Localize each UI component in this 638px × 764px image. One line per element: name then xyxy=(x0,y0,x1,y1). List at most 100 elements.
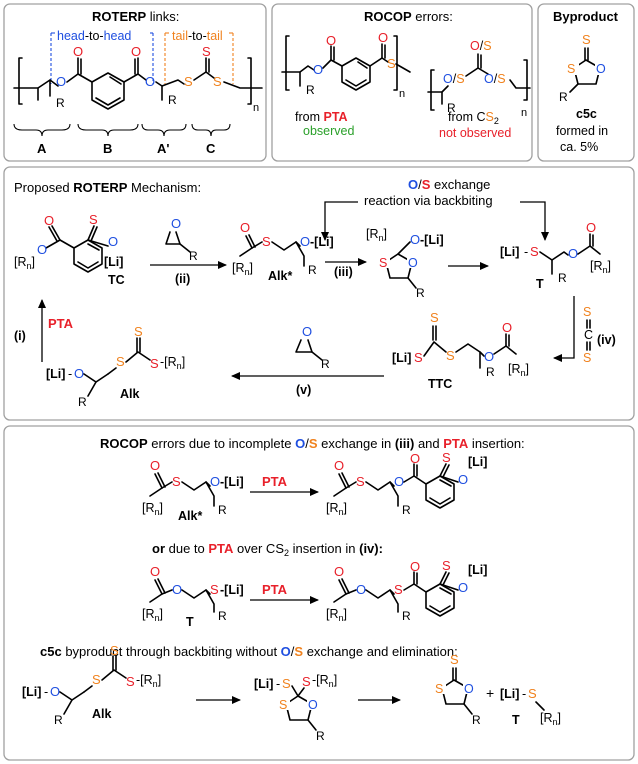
svg-text:O: O xyxy=(37,242,47,257)
exchange-label: O/S exchange xyxy=(408,177,490,192)
row2-reactant: O [Rn] O R S -[Li] T xyxy=(142,564,244,629)
row3-alk: [Li] - O R S S S -[Rn] Alk xyxy=(22,643,161,727)
svg-text:[Li]: [Li] xyxy=(468,563,487,577)
svg-text:R: R xyxy=(472,713,481,727)
panel-mechanism xyxy=(3,166,635,421)
roterp-links-content: ROTERP links: head-to-head tail-to-tail … xyxy=(13,9,263,156)
epoxide-ii: O R (ii) xyxy=(150,216,227,286)
svg-text:O: O xyxy=(172,582,182,597)
svg-text:S: S xyxy=(582,32,591,47)
bottom-line-1: ROCOP errors due to incomplete O/S excha… xyxy=(100,436,525,451)
svg-text:O: O xyxy=(334,458,344,473)
svg-text:O: O xyxy=(378,30,388,45)
errors-title: ROCOP errors: xyxy=(364,9,453,24)
svg-text:R: R xyxy=(78,395,87,409)
svg-text:[Rn]: [Rn] xyxy=(326,607,347,623)
structure-orthoester: [Rn] O -[Li] S O R xyxy=(366,227,444,300)
from-pta-label: from PTA xyxy=(295,110,348,124)
svg-text:Alk: Alk xyxy=(92,707,112,721)
label-t: T xyxy=(536,277,544,291)
svg-text:-[Li]: -[Li] xyxy=(220,475,244,489)
os-left: O/S xyxy=(443,72,465,86)
svg-text:R: R xyxy=(402,503,411,517)
row2-product: O [Rn] O R S O S O [Li] xyxy=(326,558,487,623)
row3-c5c: S S O R xyxy=(434,652,481,727)
svg-text:S: S xyxy=(210,582,219,597)
svg-text:S: S xyxy=(92,672,101,687)
svg-text:O: O xyxy=(308,698,318,712)
svg-text:S: S xyxy=(414,350,423,365)
segment-b: B xyxy=(103,141,112,156)
svg-text:-[Li]: -[Li] xyxy=(310,235,334,249)
structure-ttc: S [Li] S S R O O [Rn] TTC xyxy=(392,310,529,391)
svg-text:[Li]: [Li] xyxy=(104,255,123,269)
svg-text:[Li]: [Li] xyxy=(500,245,519,259)
svg-text:-[Rn]: -[Rn] xyxy=(312,673,337,689)
step-iv: (iv) xyxy=(597,333,616,347)
panel-rocop-errors xyxy=(271,3,533,162)
svg-text:O: O xyxy=(171,216,181,231)
svg-text:[Rn]: [Rn] xyxy=(142,501,163,517)
svg-text:R: R xyxy=(447,101,456,115)
svg-text:Alk*: Alk* xyxy=(178,509,202,523)
svg-text:O: O xyxy=(408,256,418,270)
svg-text:-: - xyxy=(522,687,526,701)
svg-text:n: n xyxy=(399,88,405,100)
svg-text:O: O xyxy=(586,220,596,235)
svg-text:S: S xyxy=(172,474,181,489)
svg-text:-[Li]: -[Li] xyxy=(420,233,444,247)
byproduct-title: Byproduct xyxy=(553,9,619,24)
svg-text:T: T xyxy=(512,713,520,727)
svg-text:O: O xyxy=(356,582,366,597)
svg-text:R: R xyxy=(316,729,325,743)
svg-text:[Li]: [Li] xyxy=(46,367,65,381)
svg-text:S: S xyxy=(530,244,539,259)
svg-text:O: O xyxy=(145,74,155,89)
svg-text:R: R xyxy=(402,609,411,623)
svg-text:S: S xyxy=(213,74,222,89)
bottom-content: ROCOP errors due to incomplete O/S excha… xyxy=(22,436,561,743)
byproduct-content: Byproduct S S O R c5c formed in ca. 5% xyxy=(553,9,619,154)
panel-byproduct xyxy=(537,3,635,162)
mechanism-content: Proposed ROTERP Mechanism: O/S exchange … xyxy=(14,177,616,409)
svg-text:O: O xyxy=(464,682,474,696)
svg-text:S: S xyxy=(450,652,459,667)
svg-text:S: S xyxy=(528,686,537,701)
svg-text:O: O xyxy=(73,44,83,59)
svg-text:S: S xyxy=(134,324,143,339)
svg-text:S: S xyxy=(583,305,591,319)
row3-cyclic: [Li] - S S -[Rn] S O R xyxy=(254,673,337,743)
svg-text:O: O xyxy=(210,474,220,489)
svg-text:O: O xyxy=(410,232,420,247)
svg-text:[Li]: [Li] xyxy=(392,351,411,365)
structure-t: [Li] - S R O O [Rn] T xyxy=(500,220,611,291)
svg-text:-[Rn]: -[Rn] xyxy=(136,673,161,689)
from-cs2-label: from CS2 xyxy=(448,110,499,126)
svg-text:S: S xyxy=(442,558,451,573)
svg-text:R: R xyxy=(54,713,63,727)
svg-text:-: - xyxy=(276,677,280,691)
epoxide-v: O R xyxy=(295,324,330,371)
svg-text:R: R xyxy=(306,83,315,97)
svg-text:O: O xyxy=(150,458,160,473)
svg-text:S: S xyxy=(126,674,135,689)
svg-text:[Li]: [Li] xyxy=(22,685,41,699)
svg-text:S: S xyxy=(446,348,455,363)
svg-text:S: S xyxy=(116,354,125,369)
bottom-line-2: or due to PTA over CS2 insertion in (iv)… xyxy=(152,541,383,558)
svg-text:O: O xyxy=(394,474,404,489)
label-ttc: TTC xyxy=(428,377,452,391)
label-tc: TC xyxy=(108,273,125,287)
svg-text:S: S xyxy=(442,450,451,465)
svg-text:[Rn]: [Rn] xyxy=(590,259,611,275)
svg-text:[Rn]: [Rn] xyxy=(14,255,35,271)
structure-alk: [Li] - O R S S S -[Rn] Alk xyxy=(46,324,185,409)
step-iii: (iii) xyxy=(334,265,353,279)
label-alk: Alk xyxy=(120,387,140,401)
svg-text:S: S xyxy=(394,582,403,597)
svg-text:-[Li]: -[Li] xyxy=(220,583,244,597)
svg-text:C: C xyxy=(584,328,593,342)
svg-text:S: S xyxy=(302,674,311,689)
